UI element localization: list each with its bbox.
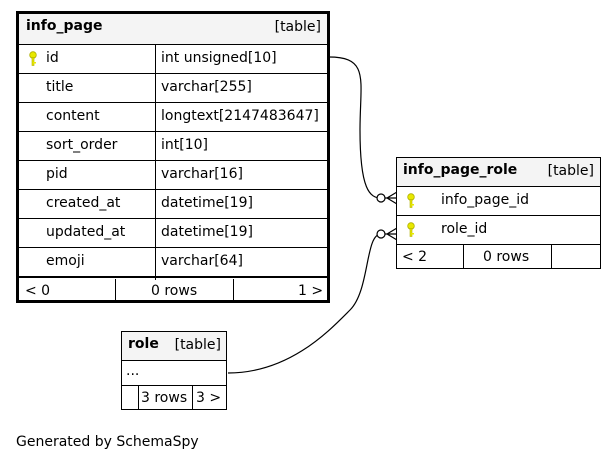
column-name: sort_order [46, 137, 118, 153]
table-kind: [table] [274, 19, 321, 35]
parents-count: < 0 [25, 283, 51, 299]
generator-caption: Generated by SchemaSpy [16, 434, 199, 450]
footer-divider [551, 245, 552, 269]
column-row-info-page-id: info_page_id [397, 187, 600, 216]
role-header: role [table] [122, 332, 226, 361]
column-row-id: id int unsigned[10] [19, 45, 327, 74]
info-page-footer: < 0 0 rows 1 > [19, 279, 327, 301]
children-count: 3 > [196, 390, 222, 406]
info-page-role-header: info_page_role [table] [397, 158, 600, 187]
fk-line-info-page [328, 56, 382, 199]
column-name: id [46, 50, 59, 66]
footer-divider [192, 386, 193, 410]
column-type: datetime[19] [161, 224, 253, 240]
crow-foot-role [385, 227, 398, 241]
column-name: info_page_id [441, 192, 529, 208]
column-row-created-at: created_at datetime[19] [19, 190, 327, 219]
column-name: content [46, 108, 100, 124]
column-type: varchar[16] [161, 166, 243, 182]
column-row-emoji: emoji varchar[64] [19, 248, 327, 278]
footer-divider [138, 386, 139, 410]
info-page-columns: id int unsigned[10] title varchar[255] c… [19, 45, 327, 280]
table-kind: [table] [174, 337, 221, 353]
role-table[interactable]: role [table] ... 3 rows 3 > [121, 331, 227, 410]
table-kind: [table] [547, 163, 594, 179]
info-page-table[interactable]: info_page [table] id int unsigned[10] ti… [16, 11, 330, 303]
table-name: info_page [26, 18, 103, 34]
primary-key-icon [29, 51, 37, 66]
column-name: role_id [441, 221, 488, 237]
column-row-title: title varchar[255] [19, 74, 327, 103]
column-name: pid [46, 166, 68, 182]
column-row-updated-at: updated_at datetime[19] [19, 219, 327, 248]
info-page-header: info_page [table] [19, 14, 327, 45]
ellipsis-text: ... [126, 363, 140, 379]
column-type: int unsigned[10] [161, 50, 277, 66]
column-type: int[10] [161, 137, 208, 153]
table-name: info_page_role [403, 162, 518, 178]
column-row-role-id: role_id [397, 216, 600, 245]
column-divider [155, 45, 156, 280]
column-name: title [46, 79, 74, 95]
footer-divider [463, 245, 464, 269]
info-page-role-table[interactable]: info_page_role [table] info_page_id role… [396, 157, 601, 269]
crow-foot-info-page [385, 191, 398, 205]
column-name: emoji [46, 253, 85, 269]
column-name: created_at [46, 195, 121, 211]
column-row-sort-order: sort_order int[10] [19, 132, 327, 161]
primary-key-icon [407, 222, 415, 237]
info-page-role-footer: < 2 0 rows [397, 245, 600, 269]
fk-line-role [227, 233, 382, 374]
column-name: updated_at [46, 224, 126, 240]
children-count: 1 > [298, 283, 324, 299]
table-name: role [128, 336, 159, 352]
primary-key-icon [407, 193, 415, 208]
row-count: 0 rows [483, 249, 530, 265]
row-count: 0 rows [151, 283, 198, 299]
row-count: 3 rows [141, 390, 188, 406]
role-footer: 3 rows 3 > [122, 386, 226, 410]
parents-count: < 2 [402, 249, 428, 265]
column-type: longtext[2147483647] [161, 108, 319, 124]
column-type: datetime[19] [161, 195, 253, 211]
footer-divider [233, 279, 234, 301]
column-row-content: content longtext[2147483647] [19, 103, 327, 132]
column-type: varchar[255] [161, 79, 252, 95]
role-body-row: ... [122, 361, 226, 386]
column-type: varchar[64] [161, 253, 243, 269]
column-row-pid: pid varchar[16] [19, 161, 327, 190]
fk-end-circle-role [376, 229, 386, 239]
fk-end-circle-info-page [376, 193, 386, 203]
footer-divider [115, 279, 116, 301]
